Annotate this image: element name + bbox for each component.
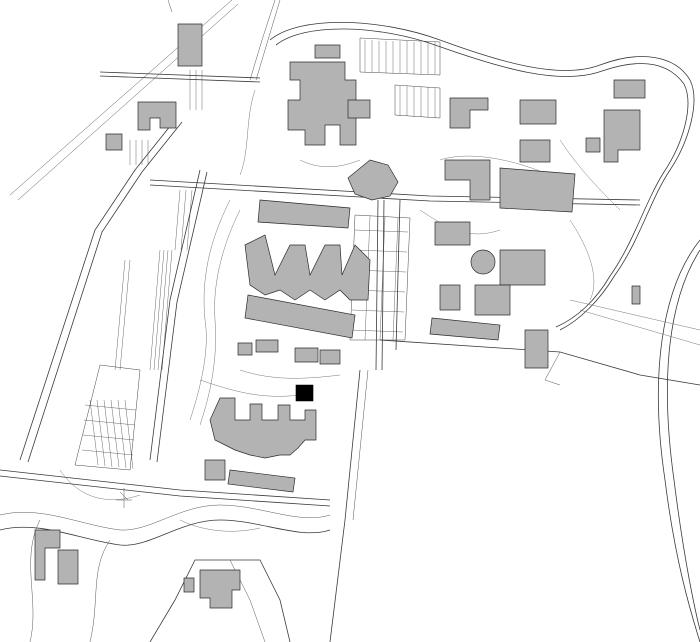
- building-south-long: [227, 469, 296, 493]
- road-south-boundary: [329, 369, 361, 642]
- building-nw-u: [137, 101, 177, 131]
- road-sw-curve-2: [89, 539, 111, 642]
- road-central-diagonal-2: [156, 171, 208, 463]
- building-rotunda: [470, 249, 496, 275]
- road-east-arc: [658, 239, 700, 642]
- building-east-quad: [499, 167, 576, 213]
- path-south-central: [179, 519, 261, 532]
- path-far-east-2: [579, 309, 700, 346]
- road-core-ns: [375, 199, 379, 371]
- building-east-4: [444, 159, 491, 201]
- building-east-tiny: [585, 137, 601, 153]
- crossing-marker-icon: [116, 488, 132, 508]
- parking-lot-west: [74, 364, 141, 471]
- path-south-west: [59, 469, 141, 500]
- path-east-2: [559, 139, 621, 211]
- building-se-2: [434, 221, 471, 246]
- path-south-lawn-2: [199, 379, 301, 397]
- path-south-lawn: [239, 369, 341, 379]
- road-south-boundary-2: [352, 369, 369, 521]
- path-east-3: [569, 219, 595, 301]
- building-far-east: [631, 285, 641, 305]
- building-se-4: [474, 284, 511, 316]
- road-south-west-2: [0, 475, 331, 507]
- building-se-3: [439, 284, 461, 311]
- building-lawn-2: [255, 339, 279, 353]
- building-se-5: [524, 329, 549, 369]
- building-se-6: [429, 317, 501, 341]
- building-lawn-4: [319, 349, 341, 365]
- path-north-west: [239, 89, 256, 176]
- road-west-diagonal-2: [27, 121, 183, 463]
- building-south-center: [199, 569, 241, 609]
- road-north-access-2: [255, 0, 281, 81]
- building-sw-1: [34, 529, 61, 581]
- building-east-tower: [603, 109, 641, 163]
- building-north-small-1: [314, 44, 341, 59]
- building-lawn-1: [237, 342, 253, 356]
- road-south-west: [0, 469, 331, 501]
- building-nw-small: [105, 133, 123, 151]
- building-south-comb: [209, 397, 317, 459]
- path-far-east: [569, 299, 700, 331]
- road-campus-loop-inner: [275, 28, 689, 328]
- building-north-small-2: [347, 99, 371, 119]
- building-highlighted: [295, 384, 314, 402]
- building-pavilion: [347, 159, 399, 201]
- building-nw-tall: [177, 23, 203, 67]
- buildings: [34, 23, 646, 609]
- path-west-winding-2: [199, 209, 241, 426]
- building-east-1: [449, 97, 489, 129]
- path-west-winding: [189, 199, 231, 421]
- road-south-winding-2: [0, 504, 331, 531]
- building-sw-2: [57, 549, 79, 585]
- parking-lot-central: [114, 189, 193, 371]
- road-west-upper-2: [99, 75, 261, 83]
- building-south-tiny: [183, 577, 195, 593]
- parking-lot-northwest: [129, 70, 203, 165]
- parking-lot-north: [359, 37, 441, 119]
- building-north-complex: [287, 61, 357, 146]
- path-north-central: [299, 159, 361, 167]
- road-diagonal-nw-2: [17, 3, 239, 201]
- road-core-ns-3: [395, 199, 401, 351]
- road-campus-loop: [269, 21, 695, 331]
- road-west-diagonal: [19, 119, 176, 461]
- road-east-spur: [544, 351, 561, 386]
- building-east-2: [519, 99, 557, 125]
- road-south-loop: [149, 559, 291, 642]
- road-stub: [167, 0, 173, 13]
- building-comb-bottom: [244, 294, 356, 339]
- road-north-access: [249, 0, 276, 81]
- road-east-connector: [379, 339, 700, 386]
- building-lawn-3: [294, 347, 319, 363]
- building-comb-main: [244, 234, 371, 301]
- road-east-arc-2: [666, 249, 700, 631]
- building-east-far: [613, 79, 646, 99]
- road-core-ns-2: [381, 199, 385, 371]
- building-east-3: [519, 139, 551, 163]
- building-comb-top: [257, 199, 351, 229]
- building-se-1: [499, 249, 546, 286]
- building-south-small: [204, 459, 226, 481]
- road-west-upper: [99, 71, 261, 79]
